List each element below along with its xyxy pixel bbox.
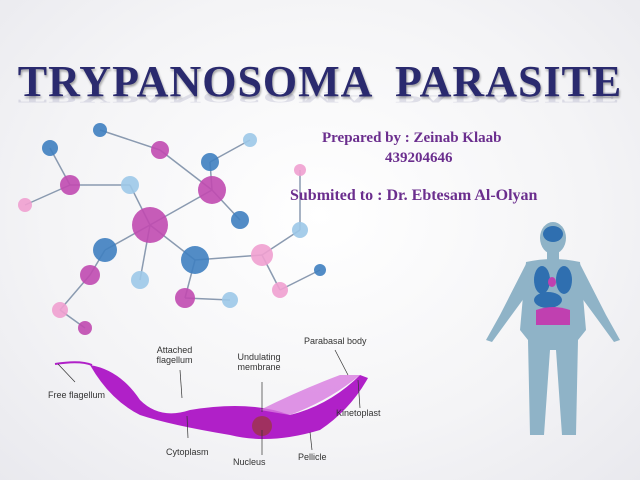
- molecule-atom: [175, 288, 195, 308]
- molecule-atom: [231, 211, 249, 229]
- molecule-atom: [314, 264, 326, 276]
- submitted-to: Submited to : Dr. Ebtesam Al-Olyan: [290, 187, 538, 204]
- molecule-atom: [181, 246, 209, 274]
- molecule-atom: [272, 282, 288, 298]
- student-id: 439204646: [385, 150, 453, 166]
- molecule-atom: [78, 321, 92, 335]
- molecule-atom: [243, 133, 257, 147]
- molecule-atom: [18, 198, 32, 212]
- label-pellicle: Pellicle: [298, 452, 327, 462]
- molecule-atom: [93, 238, 117, 262]
- label-undulating-membrane: Undulating membrane: [237, 352, 281, 372]
- parasite-body: [90, 365, 368, 439]
- label-free-flagellum: Free flagellum: [48, 390, 106, 400]
- molecule-atom: [294, 164, 306, 176]
- molecule-atom: [121, 176, 139, 194]
- slide-title-reflection: TRYPANOSOMA PARASITE: [17, 88, 623, 106]
- molecule-atom: [52, 302, 68, 318]
- free-flagellum-line: [54, 361, 93, 366]
- molecule-atom: [292, 222, 308, 238]
- nucleus: [252, 416, 272, 436]
- human-body-illustration: [486, 222, 620, 435]
- molecule-atom: [251, 244, 273, 266]
- label-cytoplasm: Cytoplasm: [166, 447, 209, 457]
- molecule-atom: [201, 153, 219, 171]
- label-attached-flagellum: Attached flagellum: [156, 345, 193, 365]
- molecule-illustration: [18, 123, 326, 335]
- prepared-by: Prepared by : Zeinab Klaab: [322, 130, 502, 146]
- label-parabasal-body: Parabasal body: [304, 336, 367, 346]
- molecule-atom: [222, 292, 238, 308]
- label-kinetoplast: Kinetoplast: [336, 408, 381, 418]
- molecule-atom: [60, 175, 80, 195]
- trypanosoma-diagram: [54, 349, 368, 455]
- undulating-membrane: [260, 375, 360, 415]
- molecule-atom: [80, 265, 100, 285]
- molecule-atom: [42, 140, 58, 156]
- molecule-atom: [93, 123, 107, 137]
- molecule-atom: [198, 176, 226, 204]
- label-leader-lines: [57, 349, 361, 455]
- slide-title: TRYPANOSOMA PARASITE: [17, 57, 623, 106]
- molecule-atom: [132, 207, 168, 243]
- molecule-atom: [151, 141, 169, 159]
- molecule-bond: [99, 129, 161, 151]
- molecule-atom: [131, 271, 149, 289]
- label-nucleus: Nucleus: [233, 457, 266, 467]
